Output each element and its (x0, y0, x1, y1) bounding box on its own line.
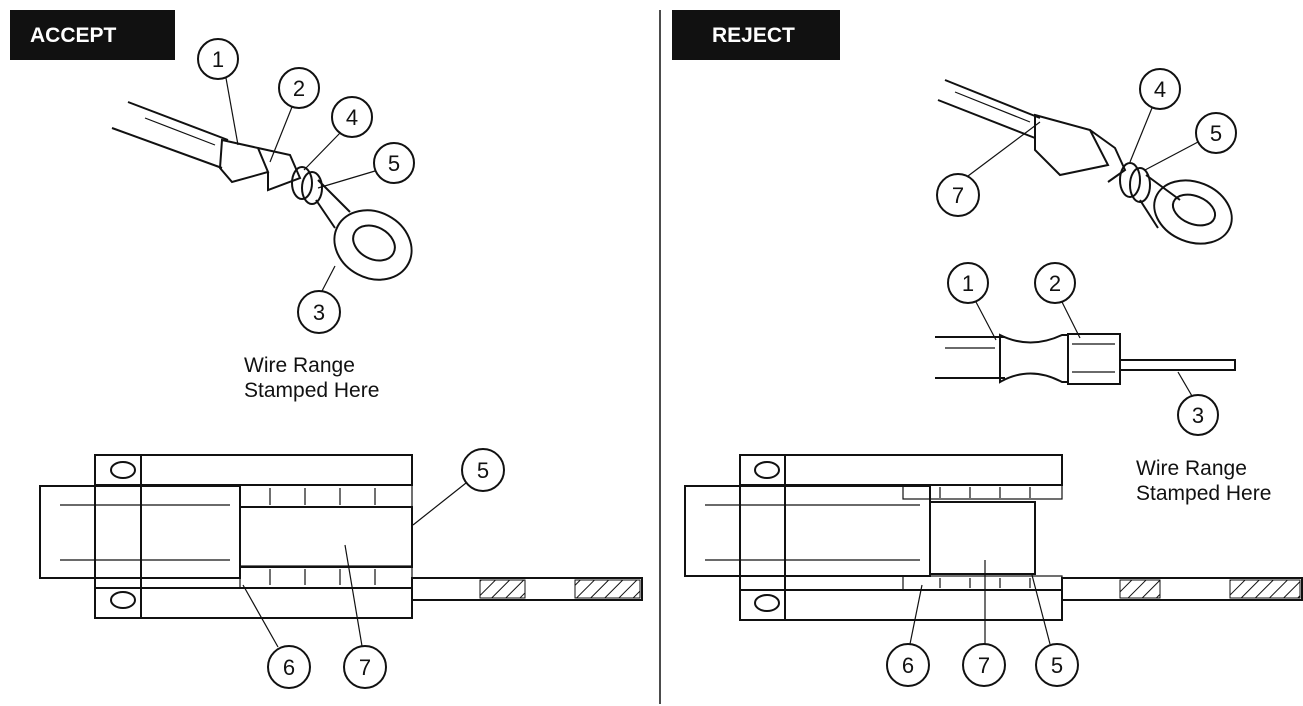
svg-text:5: 5 (1210, 121, 1222, 146)
accept-callout-1: 1 (197, 38, 239, 146)
accept-callout-3: 3 (297, 265, 341, 334)
reject-side-callout-3: 3 (1177, 371, 1219, 436)
svg-text:2: 2 (293, 76, 305, 101)
reject-section-callout-6: 6 (886, 584, 930, 687)
svg-text:3: 3 (1192, 403, 1204, 428)
reject-section-callout-5: 5 (1031, 574, 1079, 687)
reject-callout-5: 5 (1144, 112, 1237, 171)
svg-text:7: 7 (952, 183, 964, 208)
accept-section-callout-6: 6 (242, 584, 311, 689)
svg-text:2: 2 (1049, 271, 1061, 296)
accept-section-callout-5: 5 (412, 448, 505, 526)
reject-banner (672, 10, 840, 60)
svg-text:5: 5 (477, 458, 489, 483)
reject-banner-label: REJECT (712, 24, 795, 47)
accept-section-callout-7: 7 (343, 544, 387, 689)
accept-callout-5: 5 (317, 142, 415, 189)
svg-text:7: 7 (359, 655, 371, 680)
accept-banner (10, 10, 175, 60)
reject-wire-range-note-line1: Wire Range (1136, 457, 1247, 480)
accept-cross-section (39, 454, 643, 619)
reject-section-callout-7: 7 (962, 560, 1006, 687)
svg-text:7: 7 (978, 653, 990, 678)
svg-text:4: 4 (1154, 77, 1166, 102)
accept-panel: ACCEPT 1 2 4 (10, 10, 643, 689)
reject-side-callout-1: 1 (947, 262, 997, 341)
reject-wire-range-note-line2: Stamped Here (1136, 482, 1271, 505)
svg-text:6: 6 (283, 655, 295, 680)
svg-text:5: 5 (388, 151, 400, 176)
reject-panel: REJECT 4 5 7 (672, 10, 1303, 687)
svg-text:5: 5 (1051, 653, 1063, 678)
svg-text:1: 1 (962, 271, 974, 296)
reject-terminal-illustration (937, 79, 1233, 245)
accept-callout-4: 4 (303, 96, 373, 171)
svg-text:6: 6 (902, 653, 914, 678)
accept-wire-range-note-line1: Wire Range (244, 354, 355, 377)
svg-text:4: 4 (346, 105, 358, 130)
accept-terminal-illustration (111, 101, 413, 281)
svg-text:1: 1 (212, 47, 224, 72)
reject-cross-section (684, 454, 1303, 621)
accept-banner-label: ACCEPT (30, 24, 117, 47)
accept-wire-range-note-line2: Stamped Here (244, 379, 379, 402)
accept-callout-2: 2 (269, 67, 320, 163)
reject-side-callout-2: 2 (1034, 262, 1081, 339)
reject-callout-7: 7 (936, 121, 1041, 217)
svg-text:3: 3 (313, 300, 325, 325)
reject-callout-4: 4 (1129, 68, 1181, 163)
reject-side-view (935, 333, 1236, 385)
